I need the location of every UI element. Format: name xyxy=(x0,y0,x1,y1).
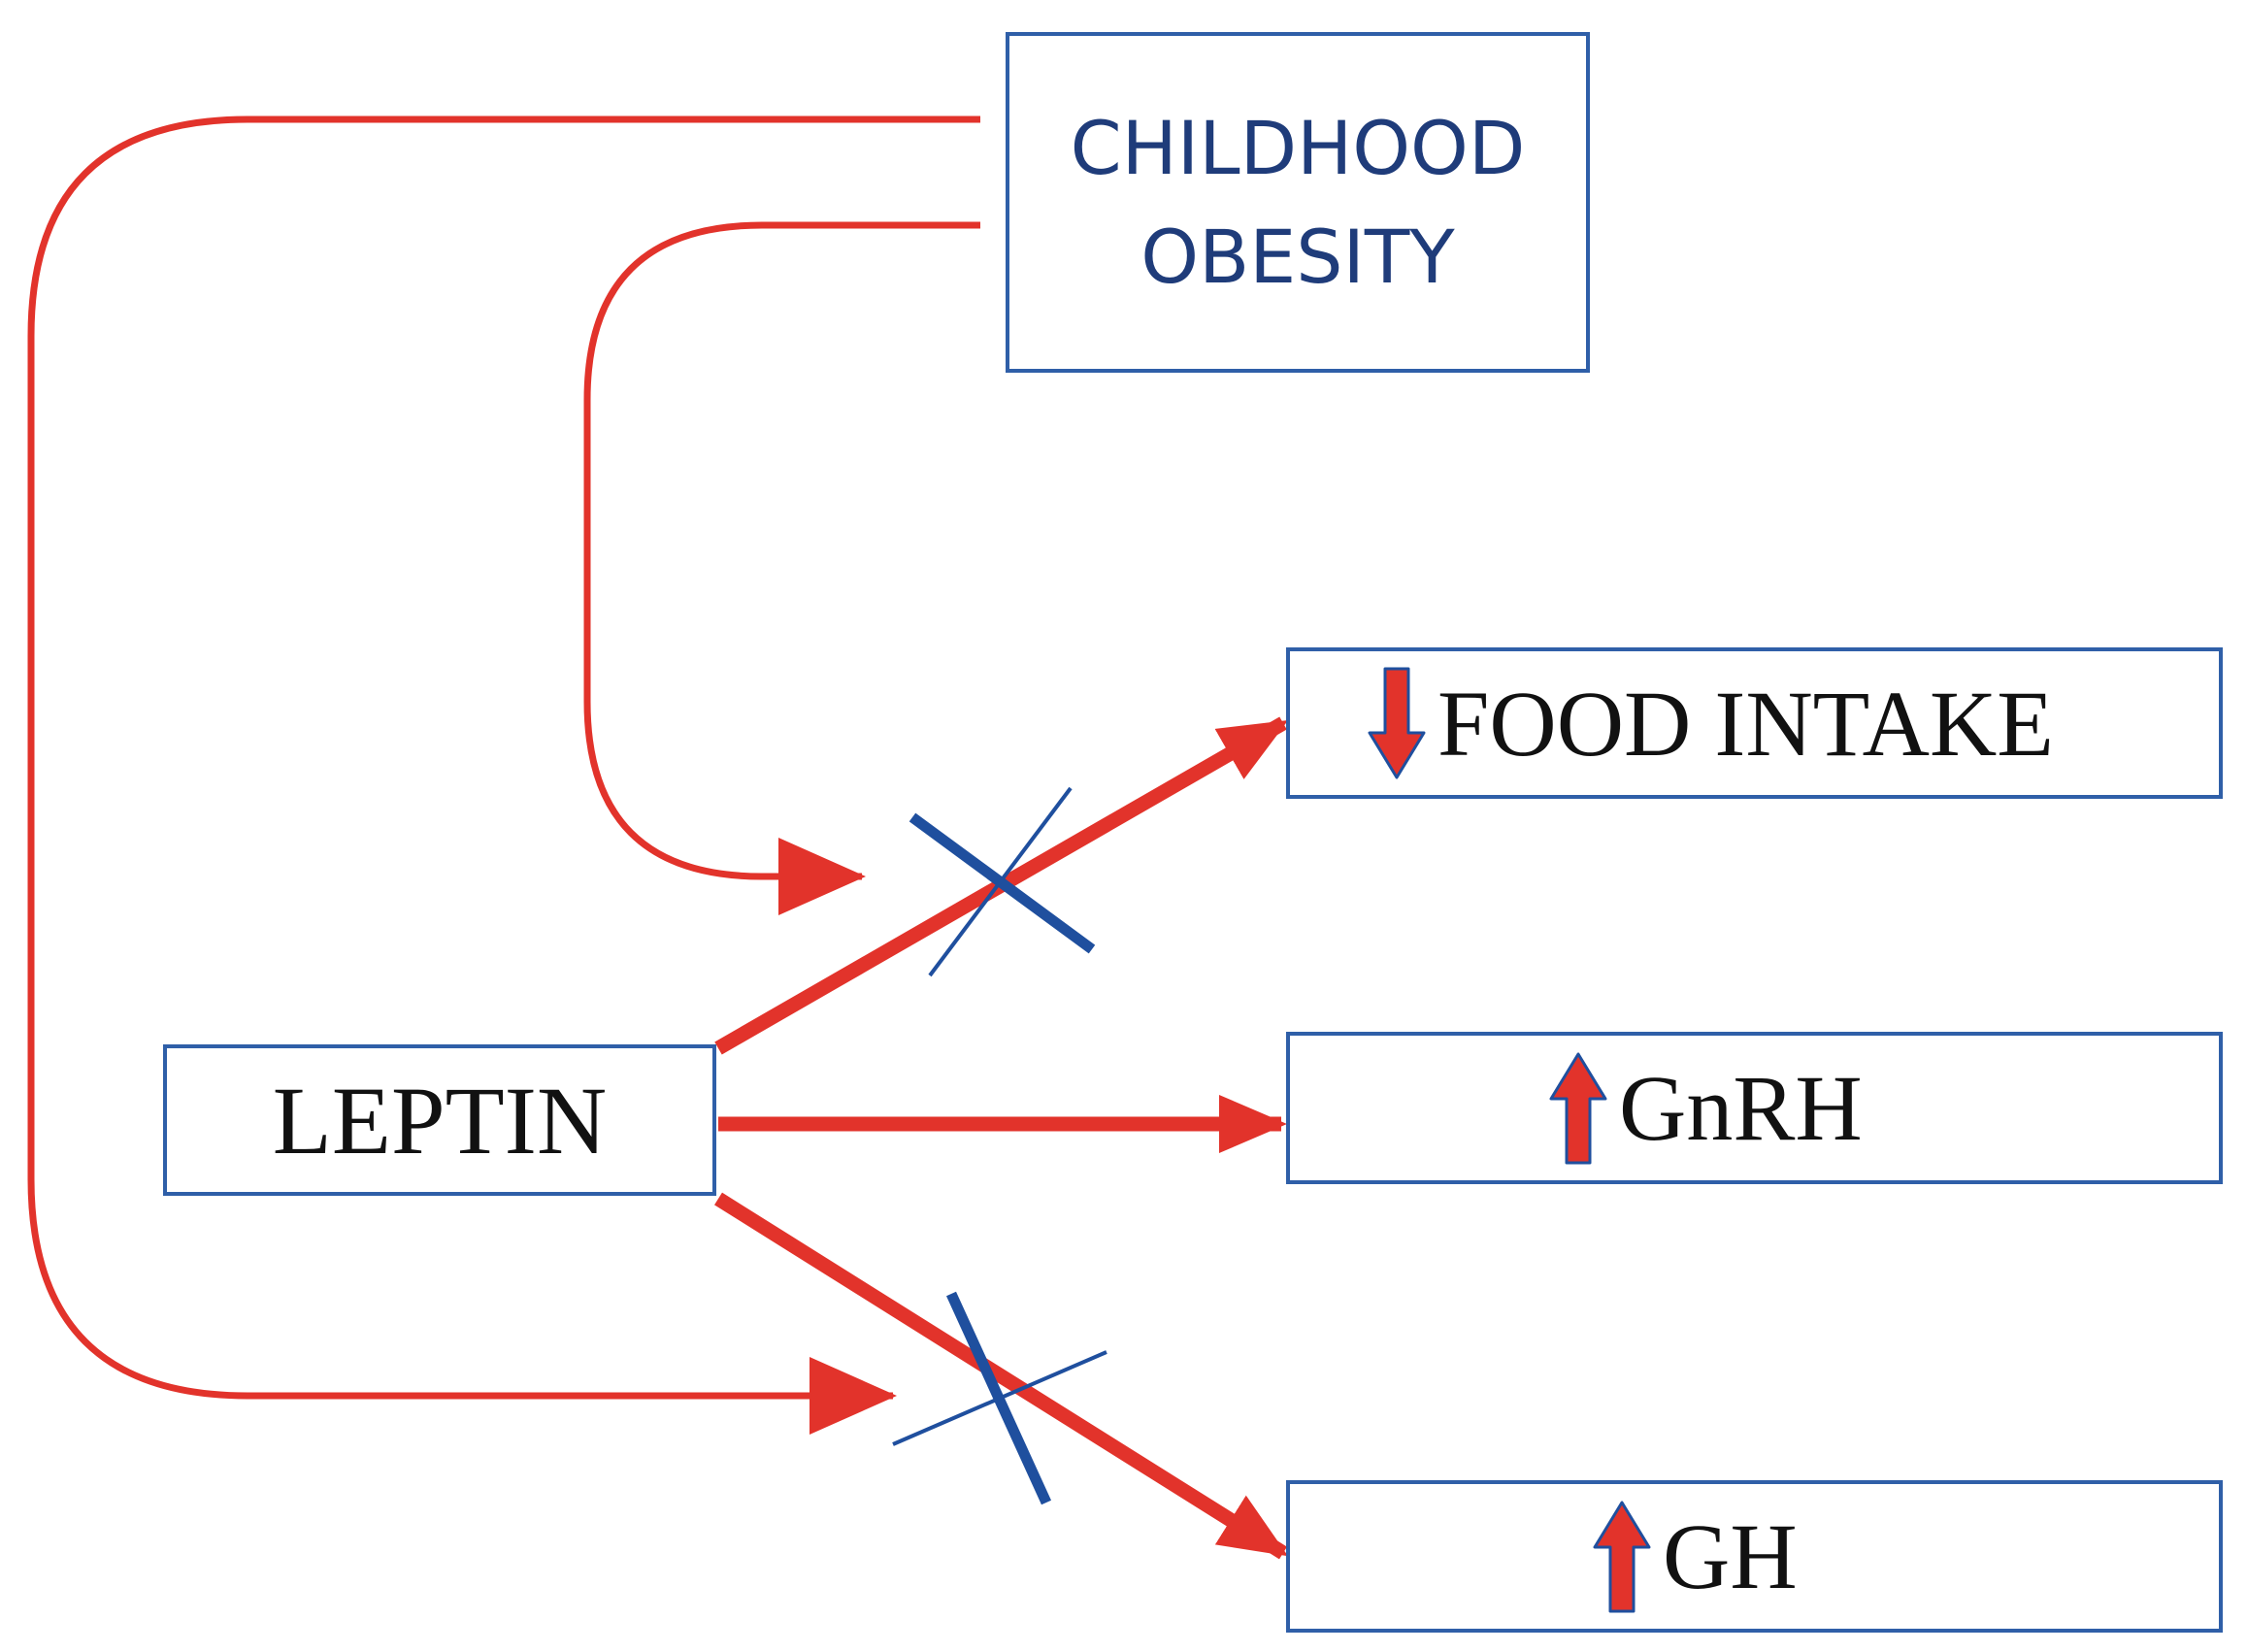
gnrh-node: GnRH xyxy=(1286,1032,2223,1184)
obesity-to-gh-path-connector xyxy=(27,116,980,1435)
food-intake-block-mark xyxy=(909,786,1096,977)
leptin-label: LEPTIN xyxy=(272,1066,608,1174)
down-arrow-icon xyxy=(1366,665,1428,781)
up-arrow-icon xyxy=(1591,1499,1653,1615)
gh-label: GH xyxy=(1663,1504,1798,1608)
up-arrow-icon xyxy=(1547,1050,1609,1167)
gnrh-label: GnRH xyxy=(1619,1056,1863,1160)
food-intake-node: FOOD INTAKE xyxy=(1286,647,2223,799)
obesity-to-food-intake-path-connector xyxy=(583,221,980,915)
leptin-node: LEPTIN xyxy=(163,1044,716,1196)
childhood-obesity-node: CHILDHOOD OBESITY xyxy=(1006,32,1590,373)
leptin-to-gh-arrow xyxy=(714,1192,1289,1560)
childhood-obesity-line1: CHILDHOOD xyxy=(1070,104,1526,191)
childhood-obesity-line2: OBESITY xyxy=(1140,213,1455,300)
food-intake-label: FOOD INTAKE xyxy=(1437,671,2054,776)
gh-node: GH xyxy=(1286,1480,2223,1633)
gh-block-mark xyxy=(892,1291,1107,1505)
